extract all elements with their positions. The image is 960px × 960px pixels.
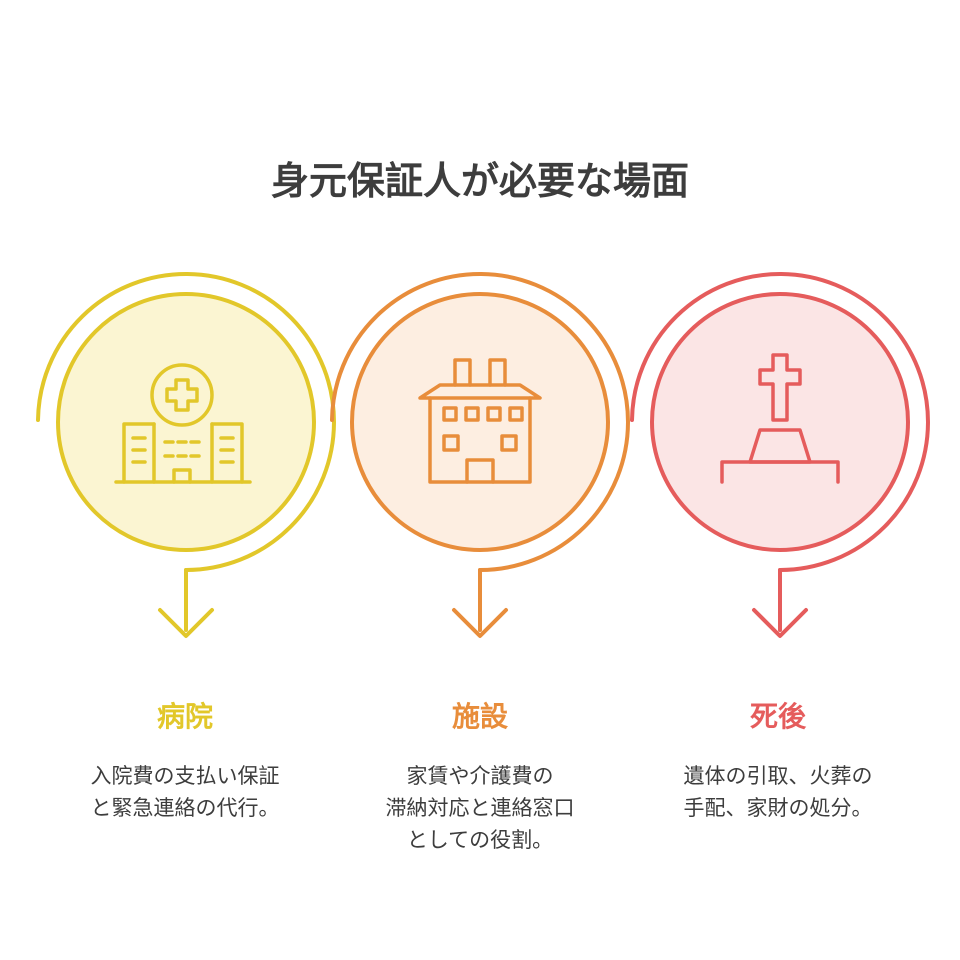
afterdeath-outer-arc [630,272,930,572]
step-hospital [36,272,336,638]
description-facility: 家賃や介護費の 滞納対応と連絡窓口 としての役割。 [385,764,575,852]
grave-cross-icon [720,353,840,484]
building-icon [418,358,542,484]
heading-hospital: 病院 [156,700,213,733]
facility-outer-arc [330,272,630,572]
description-afterdeath: 遺体の引取、火葬の 手配、家財の処分。 [683,764,873,820]
hospital-circle [56,292,316,552]
step-afterdeath [630,272,930,638]
afterdeath-circle [650,292,910,552]
heading-facility: 施設 [451,700,508,733]
hospital-icon [114,363,252,484]
hospital-arrow-head [158,608,214,638]
step-facility [330,272,630,638]
page-title: 身元保証人が必要な場面 [270,159,689,203]
heading-afterdeath: 死後 [749,700,806,733]
facility-arrow-head [452,608,508,638]
hospital-outer-arc [36,272,336,572]
facility-circle [350,292,610,552]
description-hospital: 入院費の支払い保証 と緊急連絡の代行。 [90,764,280,820]
afterdeath-arrow-head [752,608,808,638]
